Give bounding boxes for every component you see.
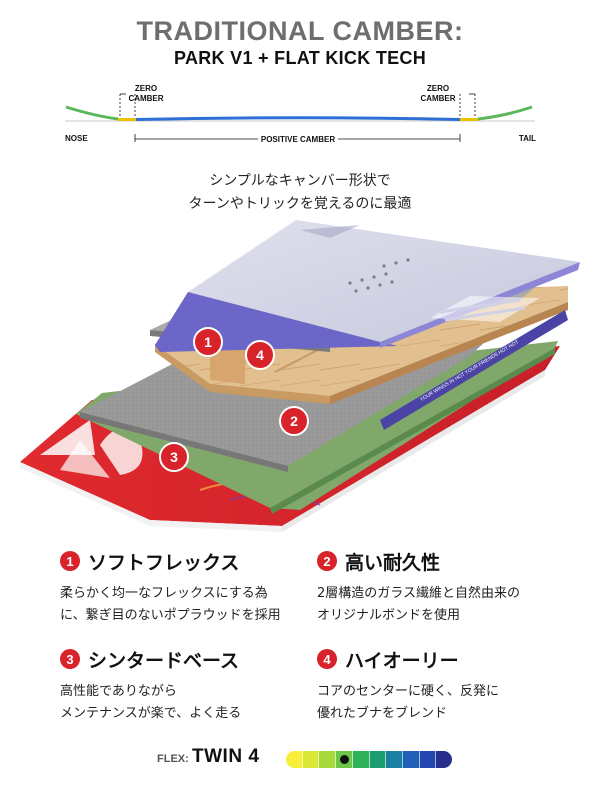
- flex-scale-segment: [386, 751, 403, 768]
- flex-scale-segment: [352, 751, 370, 768]
- zero-camber-right-line2: CAMBER: [420, 94, 455, 103]
- tail-label: TAIL: [519, 134, 536, 143]
- tail-tip: [477, 105, 533, 121]
- feature-number-badge: 3: [60, 649, 80, 669]
- flex-scale-segment: [286, 751, 303, 768]
- flex-scale-segment: [302, 751, 320, 768]
- zero-camber-left-line1: ZERO: [135, 84, 157, 93]
- nose-label: NOSE: [65, 134, 88, 143]
- marker-3: [159, 442, 189, 472]
- feature-desc-line1: 柔らかく均一なフレックスにする為: [60, 586, 268, 601]
- flex-scale-segment: [369, 751, 387, 768]
- flex-indicator-dot: [339, 755, 349, 764]
- feature-title: 高い耐久性: [345, 551, 441, 574]
- flex-scale-segment: [436, 751, 452, 768]
- marker-3-label: 3: [170, 449, 178, 465]
- marker-4-label: 4: [256, 347, 264, 363]
- flex-scale-segment: [419, 751, 437, 768]
- page-title: TRADITIONAL CAMBER:: [136, 16, 464, 46]
- feature-desc-line1: 2層構造のガラス繊維と自然由来の: [317, 586, 521, 601]
- nose-tip: [65, 105, 119, 121]
- feature-durability: 2 高い耐久性 2層構造のガラス繊維と自然由来の オリジナルボンドを使用: [317, 548, 587, 627]
- marker-4: [245, 340, 275, 370]
- marker-2-label: 2: [290, 413, 298, 429]
- zero-camber-right-line1: ZERO: [427, 84, 449, 93]
- feature-number-badge: 4: [317, 649, 337, 669]
- flex-scale-bar: [286, 751, 452, 768]
- feature-desc-line2: メンテナンスが楽で、よく走る: [60, 706, 242, 721]
- flex-rating: FLEX: TWIN 4: [0, 745, 600, 775]
- marker-1-label: 1: [204, 334, 212, 350]
- marker-2: [279, 406, 309, 436]
- feature-high-ollie: 4 ハイオーリー コアのセンターに硬く、反発に 優れたブナをブレンド: [317, 646, 587, 725]
- feature-desc-line2: に、繋ぎ目のないポプラウッドを採用: [60, 608, 281, 623]
- zero-camber-left-line2: CAMBER: [128, 94, 163, 103]
- tagline-line1: シンプルなキャンバー形状で: [209, 173, 391, 189]
- feature-desc-line2: 優れたブナをブレンド: [317, 706, 448, 721]
- board-layers-diagram: YOUR WINGS IN HOT YOUR FRIENDS HOT HOT 1…: [20, 220, 580, 532]
- feature-title: シンタードベース: [88, 649, 240, 672]
- feature-sintered-base: 3 シンタードベース 高性能でありながら メンテナンスが楽で、よく走る: [60, 646, 330, 725]
- tagline-line2: ターンやトリックを覚えるのに最適: [188, 196, 412, 212]
- camber-profile-diagram: ZERO CAMBER ZERO CAMBER NOSE TAIL POSITI…: [65, 84, 536, 144]
- feature-desc-line1: 高性能でありながら: [60, 684, 177, 699]
- feature-title: ソフトフレックス: [88, 551, 240, 574]
- sidewall-graphic: [380, 310, 568, 430]
- feature-soft-flex: 1 ソフトフレックス 柔らかく均一なフレックスにする為 に、繋ぎ目のないポプラウ…: [60, 548, 330, 627]
- flex-label: FLEX:: [157, 753, 189, 765]
- positive-camber-label: POSITIVE CAMBER: [261, 135, 335, 144]
- marker-1: [193, 327, 223, 357]
- positive-camber-segment: [135, 116, 461, 121]
- feature-title: ハイオーリー: [345, 649, 459, 672]
- feature-desc-line1: コアのセンターに硬く、反発に: [317, 684, 500, 699]
- flex-scale-segment: [402, 751, 420, 768]
- feature-desc-line2: オリジナルボンドを使用: [317, 608, 461, 623]
- feature-number-badge: 2: [317, 551, 337, 571]
- feature-number-badge: 1: [60, 551, 80, 571]
- flex-scale-segment: [319, 751, 337, 768]
- flex-value: TWIN 4: [192, 746, 260, 767]
- page-subtitle: PARK V1 + FLAT KICK TECH: [173, 48, 427, 68]
